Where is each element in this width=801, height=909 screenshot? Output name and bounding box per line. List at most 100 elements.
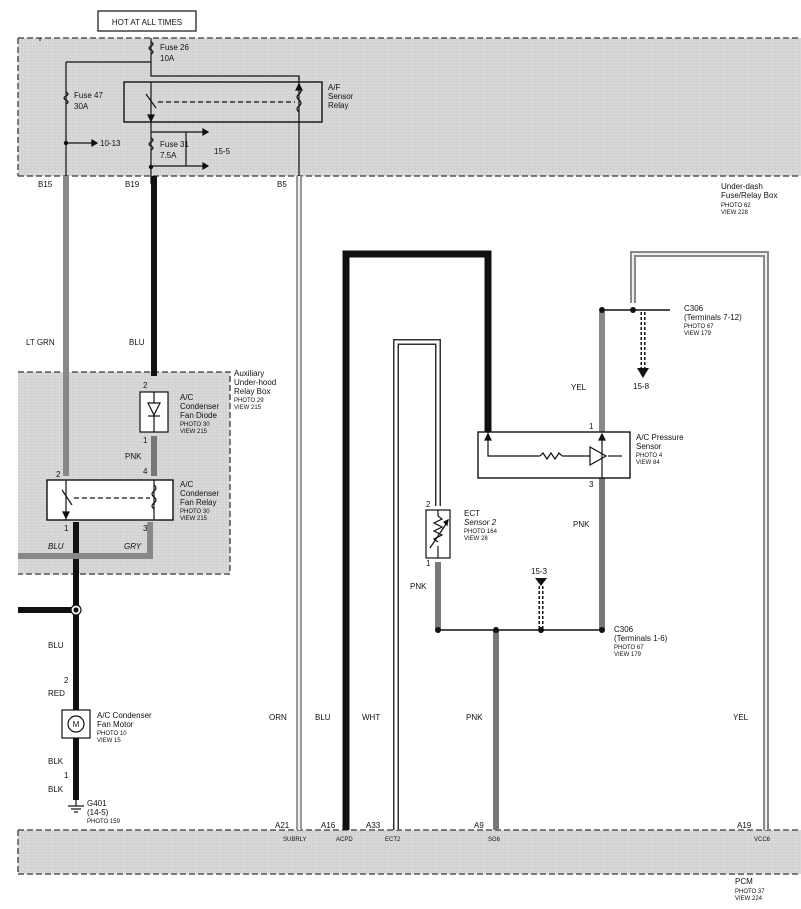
pcm-pin-a9: A9 [474, 821, 484, 830]
svg-text:3: 3 [589, 480, 594, 489]
svg-text:A/F: A/F [328, 83, 341, 92]
wire-label-lt-grn: LT GRN [26, 338, 55, 347]
wire-label-blk-ground: BLK [48, 785, 64, 794]
svg-text:G401: G401 [87, 799, 107, 808]
svg-text:PHOTO 30: PHOTO 30 [180, 422, 210, 428]
svg-text:VIEW 228: VIEW 228 [721, 210, 749, 216]
aux-box-labels: Auxiliary Under-hood Relay Box PHOTO 29 … [56, 369, 276, 533]
pcm-pin-a19: A19 [737, 821, 752, 830]
svg-text:Under-dash: Under-dash [721, 182, 763, 191]
svg-text:Condenser: Condenser [180, 402, 219, 411]
ac-condenser-fan-diode [139, 391, 169, 433]
svg-text:SUBRLY: SUBRLY [283, 837, 307, 843]
sensor-labels: ECT Sensor 2 PHOTO 164 VIEW 28 2 1 A/C P… [426, 422, 684, 568]
ac-condenser-fan-relay [46, 479, 174, 521]
wire-label-gry-relay: GRY [124, 542, 142, 551]
svg-text:2: 2 [143, 381, 148, 390]
wire-label-blk-motor: BLK [48, 757, 64, 766]
svg-text:A/C Pressure: A/C Pressure [636, 433, 684, 442]
svg-text:Sensor: Sensor [328, 92, 354, 101]
svg-text:2: 2 [426, 500, 431, 509]
c306-bottom-ref-arrow [535, 578, 547, 628]
svg-text:HOT AT ALL TIMES: HOT AT ALL TIMES [112, 18, 182, 27]
svg-text:2: 2 [56, 470, 61, 479]
fuse-26-rating: 10A [160, 54, 175, 63]
svg-text:A/C Condenser: A/C Condenser [97, 711, 152, 720]
svg-text:VIEW 179: VIEW 179 [684, 331, 712, 337]
wire-label-yel-top: YEL [571, 383, 587, 392]
terminal-b19: B19 [125, 180, 140, 189]
wires [18, 176, 769, 830]
svg-text:Fan Diode: Fan Diode [180, 411, 217, 420]
pcm-box [17, 829, 801, 875]
svg-text:2: 2 [484, 422, 489, 431]
svg-text:2: 2 [64, 676, 69, 685]
wire-label-yel-a19: YEL [733, 713, 749, 722]
wire-blu-a16 [342, 250, 492, 830]
svg-text:Fan Motor: Fan Motor [97, 720, 134, 729]
wire-label-pnk-ect: PNK [410, 582, 427, 591]
svg-text:PHOTO 67: PHOTO 67 [684, 324, 714, 330]
wire-label-orn: ORN [269, 713, 287, 722]
svg-text:VIEW 215: VIEW 215 [180, 429, 208, 435]
svg-text:(Terminals 1-6): (Terminals 1-6) [614, 634, 668, 643]
svg-text:ACPD: ACPD [336, 837, 353, 843]
ref-10-13: 10-13 [100, 139, 121, 148]
svg-text:PHOTO 37: PHOTO 37 [735, 889, 765, 895]
wire-yel-a19 [630, 251, 769, 830]
svg-text:VIEW 224: VIEW 224 [735, 896, 763, 902]
ac-pressure-sensor [477, 431, 631, 479]
svg-text:C306: C306 [614, 625, 634, 634]
svg-text:Fuse/Relay Box: Fuse/Relay Box [721, 191, 777, 200]
svg-text:PHOTO 159: PHOTO 159 [87, 819, 121, 825]
svg-text:1: 1 [589, 422, 594, 431]
svg-text:ECT2: ECT2 [385, 837, 401, 843]
svg-text:Fan Relay: Fan Relay [180, 498, 216, 507]
wire-gry [76, 522, 153, 559]
ground-g401-icon [68, 800, 84, 813]
auxiliary-relay-box [18, 371, 231, 575]
svg-text:3: 3 [143, 524, 148, 533]
svg-text:A/C: A/C [180, 480, 194, 489]
pcm-pin-a16: A16 [321, 821, 336, 830]
svg-text:PHOTO 10: PHOTO 10 [97, 731, 127, 737]
wire-label-wht: WHT [362, 713, 380, 722]
svg-text:VIEW 84: VIEW 84 [636, 460, 660, 466]
svg-text:Relay Box: Relay Box [234, 387, 270, 396]
svg-text:1: 1 [426, 559, 431, 568]
wire-label-pnk-diode: PNK [125, 452, 142, 461]
svg-text:VIEW 215: VIEW 215 [180, 516, 208, 522]
svg-text:(Terminals 7-12): (Terminals 7-12) [684, 313, 742, 322]
svg-text:PHOTO 30: PHOTO 30 [180, 509, 210, 515]
svg-text:15-8: 15-8 [633, 382, 650, 391]
motor-labels: A/C Condenser Fan Motor PHOTO 10 VIEW 15… [64, 676, 152, 825]
svg-text:ECT: ECT [464, 509, 480, 518]
pcm-pin-a21: A21 [275, 821, 290, 830]
under-dash-fuse-relay-box [17, 37, 801, 177]
c306-top-ref-arrow [637, 312, 649, 378]
connector-markers [70, 604, 82, 616]
svg-text:PHOTO 164: PHOTO 164 [464, 529, 498, 535]
svg-text:Auxiliary: Auxiliary [234, 369, 264, 378]
svg-text:Sensor 2: Sensor 2 [464, 518, 497, 527]
terminal-b5: B5 [277, 180, 287, 189]
svg-text:PHOTO 67: PHOTO 67 [614, 645, 644, 651]
svg-text:VIEW 179: VIEW 179 [614, 652, 642, 658]
pcm-pin-a33: A33 [366, 821, 381, 830]
ect-sensor-2 [425, 509, 451, 559]
wire-label-blu2: BLU [315, 713, 331, 722]
wire-label-blu: BLU [129, 338, 145, 347]
fuse-26-name: Fuse 26 [160, 43, 189, 52]
svg-text:VIEW 215: VIEW 215 [234, 405, 262, 411]
pcm-name: PCM [735, 877, 753, 886]
svg-text:A/C: A/C [180, 393, 194, 402]
svg-text:PHOTO 62: PHOTO 62 [721, 203, 751, 209]
ref-15-5: 15-5 [214, 147, 231, 156]
pcm-labels: A21 A16 A33 A9 A19 SUBRLY ACPD ECT2 SG6 … [275, 821, 771, 902]
fuse-31-rating: 7.5A [160, 151, 177, 160]
svg-text:C306: C306 [684, 304, 704, 313]
svg-text:VIEW 15: VIEW 15 [97, 738, 121, 744]
svg-text:Under-hood: Under-hood [234, 378, 276, 387]
wire-label-blu-relay: BLU [48, 542, 64, 551]
